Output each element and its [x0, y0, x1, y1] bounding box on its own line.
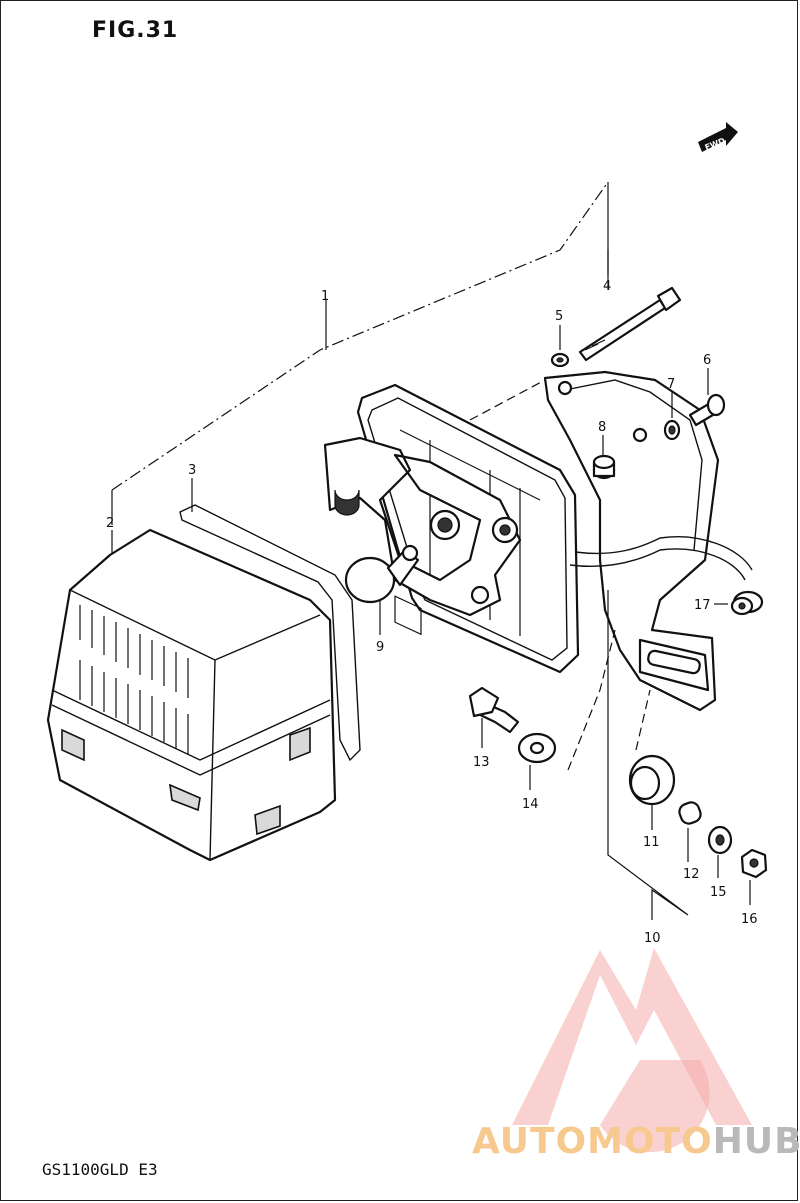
screw-6 — [688, 393, 726, 427]
watermark-logo — [512, 948, 752, 1153]
dashed-cushion-path — [635, 689, 651, 751]
long-bolt — [578, 286, 682, 362]
washer-14 — [517, 732, 557, 764]
watermark-text-part1: AUTOMOTO — [472, 1121, 713, 1162]
callout-4: 4 — [603, 279, 611, 294]
callout-7: 7 — [667, 377, 675, 392]
bulb-socket-plate — [323, 436, 522, 617]
dashed-bolt-path — [567, 629, 616, 771]
lens-gasket — [179, 504, 361, 762]
nut-16 — [740, 848, 768, 879]
fwd-arrow-icon: FWD — [698, 122, 738, 152]
callout-12: 12 — [683, 867, 700, 882]
callout-15: 15 — [710, 885, 727, 900]
spacer-8 — [592, 454, 616, 480]
callout-11: 11 — [643, 835, 660, 850]
watermark-text-part2: HUB — [712, 1121, 800, 1162]
callout-3: 3 — [188, 463, 196, 478]
washer-7 — [663, 419, 681, 441]
collar-12 — [678, 801, 702, 825]
model-code: GS1100GLD E3 — [42, 1160, 158, 1179]
callout-1: 1 — [321, 289, 329, 304]
callout-8: 8 — [598, 420, 606, 435]
callout-6: 6 — [703, 353, 711, 368]
bulb — [344, 544, 420, 604]
callout-14: 14 — [522, 797, 539, 812]
leader-assembly-1 — [111, 181, 609, 491]
cushion-11 — [628, 754, 676, 806]
callout-16: 16 — [741, 912, 758, 927]
watermark-text: AUTOMOTOHUB — [472, 1121, 800, 1162]
washer-5 — [550, 352, 570, 368]
dashed-bracket-path — [469, 379, 546, 421]
leader-assembly-10 — [607, 590, 689, 920]
callout-13: 13 — [473, 755, 490, 770]
callout-2: 2 — [106, 516, 114, 531]
figure-title: FIG.31 — [92, 18, 179, 43]
callout-5: 5 — [555, 309, 563, 324]
bolt-13 — [468, 686, 520, 734]
callout-10: 10 — [644, 931, 661, 946]
washer-15 — [707, 825, 733, 855]
callout-17: 17 — [694, 598, 711, 613]
taillight-base-plate — [356, 383, 580, 674]
callout-labels: 1 2 3 4 5 6 7 8 9 10 11 12 13 14 15 16 1… — [106, 279, 758, 946]
callout-9: 9 — [376, 640, 384, 655]
grommet-17 — [730, 590, 764, 616]
taillight-lens — [46, 528, 337, 862]
